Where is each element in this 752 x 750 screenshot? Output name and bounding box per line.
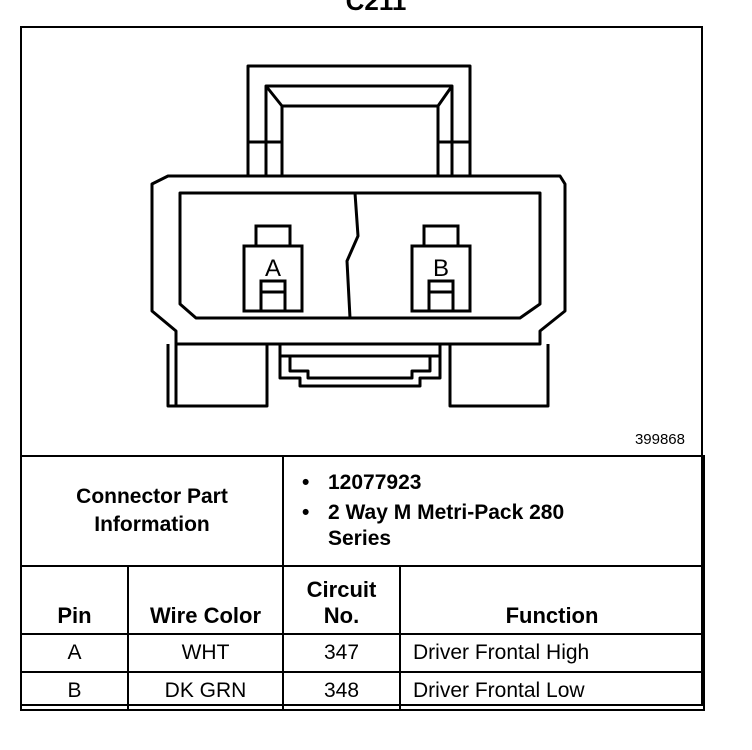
pin-label-a: A [265, 255, 281, 282]
wire-color-cell: WHT [127, 633, 284, 673]
bottom-lock [278, 344, 442, 388]
connector-info-table: Connector Part Information • 12077923 • … [20, 455, 705, 711]
cavity-outline [178, 191, 542, 320]
table-row: B DK GRN 348 Driver Frontal Low [20, 671, 705, 711]
latch-inner [264, 84, 454, 176]
connector-body [150, 174, 567, 346]
connector-title: C211 [345, 0, 407, 16]
connector-base [166, 344, 269, 408]
header-wire-color: Wire Color [127, 565, 284, 635]
latch-outer [246, 64, 472, 176]
wire-color-cell: DK GRN [127, 671, 284, 711]
header-function: Function [399, 565, 705, 635]
bullet-icon: • [302, 471, 310, 494]
pin-cell: B [20, 671, 129, 711]
bullet-icon: • [302, 501, 310, 524]
pin-label-b: B [433, 255, 449, 282]
center-divider [345, 192, 360, 319]
part-number-item: • 12077923 [302, 471, 422, 494]
series-item: • 2 Way M Metri-Pack 280 Series [302, 501, 565, 550]
connector-part-label: Connector Part Information [20, 455, 284, 567]
connector-drawing: A B [150, 64, 567, 408]
latch-bevel [264, 85, 454, 176]
terminal-b-shape [410, 224, 472, 313]
pin-cell: A [20, 633, 129, 673]
table-row: A WHT 347 Driver Frontal High [20, 633, 705, 673]
header-pin: Pin [20, 565, 129, 635]
connector-part-list: • 12077923 • 2 Way M Metri-Pack 280 Seri… [282, 455, 705, 567]
terminal-a-shape [242, 224, 304, 313]
function-cell: Driver Frontal Low [399, 671, 705, 711]
function-cell: Driver Frontal High [399, 633, 705, 673]
connector-diagram: A B 399868 [20, 26, 703, 456]
figure-number: 399868 [634, 431, 685, 448]
circuit-cell: 347 [282, 633, 401, 673]
connector-part-row: Connector Part Information • 12077923 • … [20, 455, 705, 567]
header-circuit: Circuit No. [282, 565, 401, 635]
circuit-cell: 348 [282, 671, 401, 711]
pin-table-header: Pin Wire Color Circuit No. Function [20, 565, 705, 635]
